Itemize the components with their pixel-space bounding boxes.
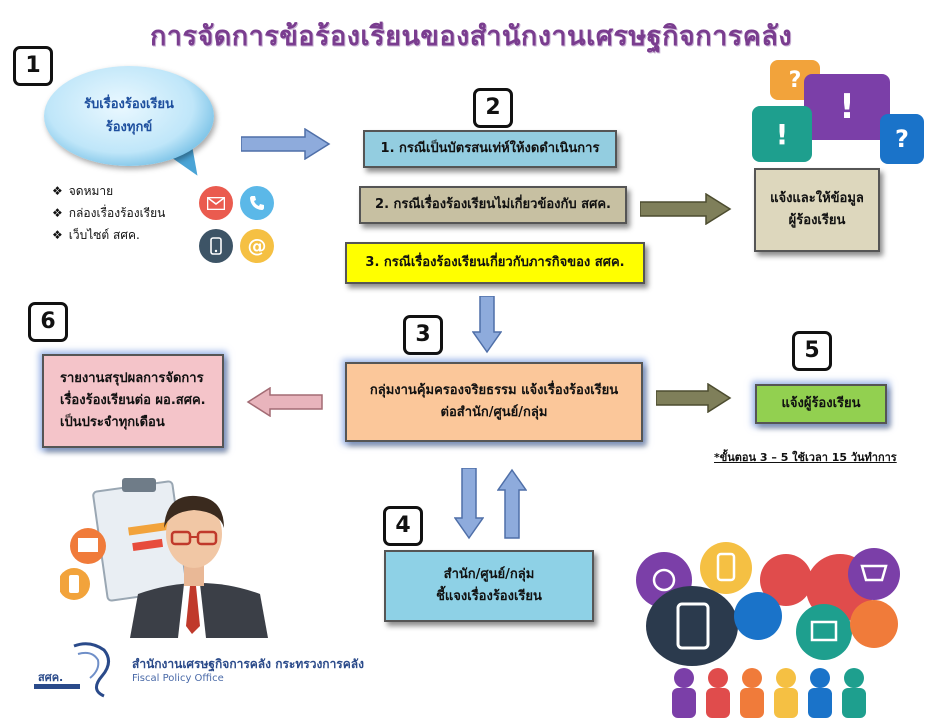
step-number-3: 3	[403, 315, 443, 355]
exclamation-bubble-icon-teal: !	[752, 106, 812, 162]
channel-list: จดหมาย กล่องเรื่องร้องเรียน เว็บไซต์ สศค…	[52, 180, 166, 246]
report-line-3: เป็นประจำทุกเดือน	[60, 415, 165, 431]
question-bubble-icon-blue: ?	[880, 114, 924, 164]
mail-icon	[199, 186, 233, 220]
org-name-english: Fiscal Policy Office	[132, 673, 224, 684]
receive-line-2: ร้องทุกข์	[105, 120, 153, 135]
channel-item-letter: จดหมาย	[52, 180, 165, 202]
org-name-thai: สำนักงานเศรษฐกิจการคลัง กระทรวงการคลัง	[132, 657, 364, 671]
office-line-2: ชี้แจงเรื่องร้องเรียน	[436, 589, 542, 604]
office-line-1: สำนัก/ศูนย์/กลุ่ม	[443, 566, 535, 582]
inform-line-2: ผู้ร้องเรียน	[788, 213, 846, 228]
receive-complaint-bubble: รับเรื่องร้องเรียน ร้องทุกข์	[44, 66, 214, 166]
step-number-4: 4	[383, 506, 423, 546]
arrow-office-to-ethics	[497, 468, 527, 539]
inform-line-1: แจ้งและให้ข้อมูล	[770, 190, 864, 206]
monthly-report-box: รายงานสรุปผลการจัดการ เรื่องร้องเรียนต่อ…	[42, 354, 224, 448]
receive-line-1: รับเรื่องร้องเรียน	[84, 96, 174, 112]
ethics-group-box: กลุ่มงานคุ้มครองจริยธรรม แจ้งเรื่องร้องเ…	[345, 362, 643, 442]
fpo-logo-icon	[34, 642, 110, 698]
ethics-line-1: กลุ่มงานคุ้มครองจริยธรรม แจ้งเรื่องร้องเ…	[369, 382, 619, 398]
step-number-1: 1	[13, 46, 53, 86]
social-media-illustration	[636, 542, 900, 718]
mobile-icon	[199, 229, 233, 263]
arrow-unrelated-to-inform	[640, 193, 732, 225]
case-related-box: 3. กรณีเรื่องร้องเรียนเกี่ยวกับภารกิจของ…	[345, 242, 645, 284]
report-line-2: เรื่องร้องเรียนต่อ ผอ.สศค.	[60, 392, 206, 408]
channel-item-website: เว็บไซต์ สศค.	[52, 224, 165, 246]
arrow-receive-to-screen	[241, 128, 331, 160]
case-unrelated-box: 2. กรณีเรื่องร้องเรียนไม่เกี่ยวข้องกับ ส…	[359, 186, 627, 224]
ethics-line-2: ต่อสำนัก/ศูนย์/กลุ่ม	[440, 405, 548, 420]
phone-icon	[240, 186, 274, 220]
arrow-ethics-to-notify	[656, 383, 732, 413]
at-sign-icon: @	[240, 229, 274, 263]
businessman-illustration	[60, 478, 268, 638]
step-number-6: 6	[28, 302, 68, 342]
arrow-ethics-to-office	[454, 468, 484, 540]
case-anonymous-box: 1. กรณีเป็นบัตรสนเท่ห์ให้งดดำเนินการ	[363, 130, 617, 168]
notify-complainant-box: แจ้งผู้ร้องเรียน	[755, 384, 887, 424]
arrow-ethics-to-report	[246, 387, 323, 417]
timeframe-note: *ขั้นตอน 3 – 5 ใช้เวลา 15 วันทำการ	[714, 451, 897, 464]
channel-item-box: กล่องเรื่องร้องเรียน	[52, 202, 166, 224]
exclamation-bubble-icon: !	[804, 74, 890, 140]
office-clarify-box: สำนัก/ศูนย์/กลุ่ม ชี้แจงเรื่องร้องเรียน	[384, 550, 594, 622]
step-number-2: 2	[473, 88, 513, 128]
inform-complainant-box: แจ้งและให้ข้อมูล ผู้ร้องเรียน	[754, 168, 880, 252]
fpo-logo-text: สศค.	[38, 671, 64, 684]
page-title: การจัดการข้อร้องเรียนของสำนักงานเศรษฐกิจ…	[149, 21, 793, 52]
report-line-1: รายงานสรุปผลการจัดการ	[60, 370, 204, 386]
arrow-related-to-ethics	[472, 296, 502, 354]
step-number-5: 5	[792, 331, 832, 371]
